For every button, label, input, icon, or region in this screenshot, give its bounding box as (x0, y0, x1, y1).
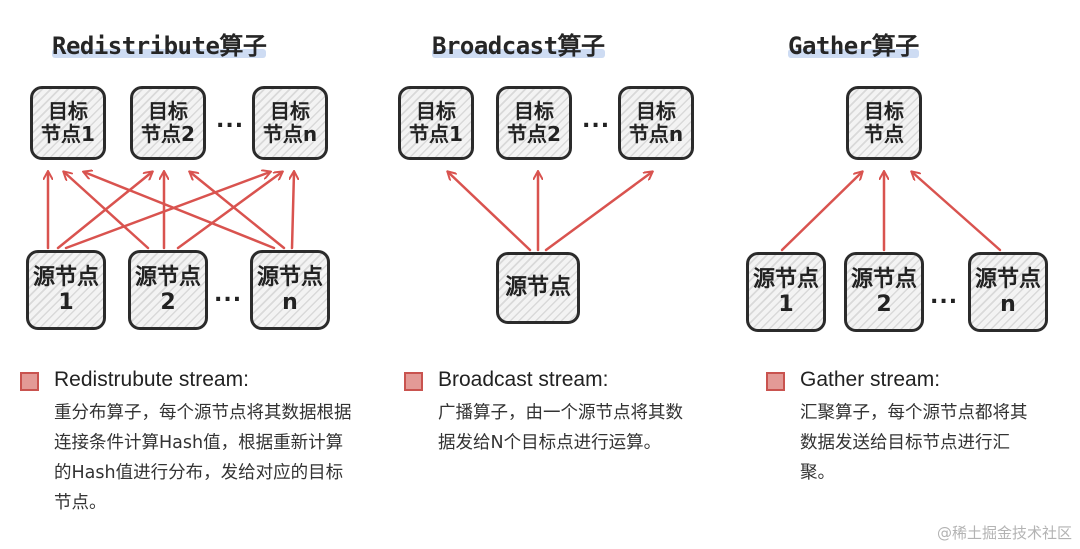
node-label-line1: 目标 (47, 99, 88, 123)
legend-description: 重分布算子，每个源节点将其数据根据连接条件计算Hash值，根据重新计算的Hash… (54, 403, 352, 513)
legend-swatch (766, 372, 785, 391)
redistribute-arrow (292, 172, 294, 250)
broadcast-arrow (448, 172, 532, 252)
node-label-line1: 目标 (864, 99, 904, 123)
gather-source-ellipsis: ... (930, 284, 959, 309)
legend-description: 广播算子，由一个源节点将其数据发给N个目标点进行运算。 (438, 403, 683, 453)
node-label-line1: 源节点 (850, 266, 917, 292)
broadcast-arrow (544, 172, 652, 252)
redistribute-target-node-1: 目标节点1 (30, 86, 106, 160)
node-label-line2: 节点2 (141, 122, 195, 146)
broadcast-target-ellipsis: ... (582, 108, 611, 133)
redistribute-target-node-n: 目标节点n (252, 86, 328, 160)
node-label-line2: 节点 (864, 122, 904, 146)
broadcast-target-node-1: 目标节点1 (398, 86, 474, 160)
redistribute-arrow (64, 172, 150, 250)
redistribute-arrow (190, 172, 286, 250)
redistribute-target-node-2: 目标节点2 (130, 86, 206, 160)
node-label-line2: n (282, 290, 298, 315)
broadcast-title: Broadcast算子 (432, 26, 605, 60)
node-label-line1: 目标 (513, 99, 554, 123)
node-label-line2: 节点1 (41, 122, 95, 146)
gather-title-text: Gather算子 (788, 32, 919, 60)
node-label-line1: 源节点 (752, 266, 819, 292)
node-label-line1: 目标 (270, 99, 310, 123)
redistribute-target-ellipsis: ... (216, 108, 245, 133)
node-label-line1: 源节点 (134, 264, 201, 290)
node-label-line2: 2 (876, 292, 892, 317)
watermark: @稀土掘金技术社区 (936, 524, 1072, 542)
node-label-line1: 源节点 (32, 264, 99, 290)
node-label-line1: 源节点 (256, 264, 323, 290)
redistribute-title: Redistribute算子 (52, 26, 267, 60)
legend-swatch (404, 372, 423, 391)
redistribute-source-ellipsis: ... (214, 282, 243, 307)
legend-title: Redistrubute stream: (54, 368, 249, 391)
redistribute-arrow (176, 172, 282, 250)
legend-description: 汇聚算子，每个源节点都将其数据发送给目标节点进行汇聚。 (800, 403, 1028, 483)
node-label-line2: 节点1 (409, 122, 463, 146)
redistribute-arrow (64, 172, 270, 250)
node-label-line2: n (1000, 292, 1016, 317)
node-label-line2: 节点n (262, 122, 318, 146)
node-label-line2: 节点n (628, 122, 684, 146)
node-label-line2: 2 (160, 290, 176, 315)
gather-target-node: 目标节点 (846, 86, 922, 160)
node-label-line1: 目标 (415, 99, 456, 123)
legend-title: Broadcast stream: (438, 368, 609, 391)
gather-arrow (780, 172, 862, 252)
broadcast-source-node: 源节点 (496, 252, 580, 324)
redistribute-title-text: Redistribute算子 (52, 32, 267, 60)
node-label-line1: 目标 (147, 99, 188, 123)
broadcast-title-text: Broadcast算子 (432, 32, 605, 60)
legend-swatch (20, 372, 39, 391)
broadcast-target-node-n: 目标节点n (618, 86, 694, 160)
node-label-line2: 节点2 (507, 122, 561, 146)
node-label-line1: 源节点 (504, 275, 571, 301)
legend-title: Gather stream: (800, 368, 941, 391)
node-label-line1: 目标 (636, 99, 676, 123)
broadcast-target-node-2: 目标节点2 (496, 86, 572, 160)
node-label-line2: 1 (58, 290, 74, 315)
gather-title: Gather算子 (788, 26, 919, 60)
redistribute-arrow (84, 172, 276, 250)
node-label-line1: 源节点 (974, 266, 1041, 292)
gather-arrow (912, 172, 1002, 252)
node-label-line2: 1 (778, 292, 794, 317)
